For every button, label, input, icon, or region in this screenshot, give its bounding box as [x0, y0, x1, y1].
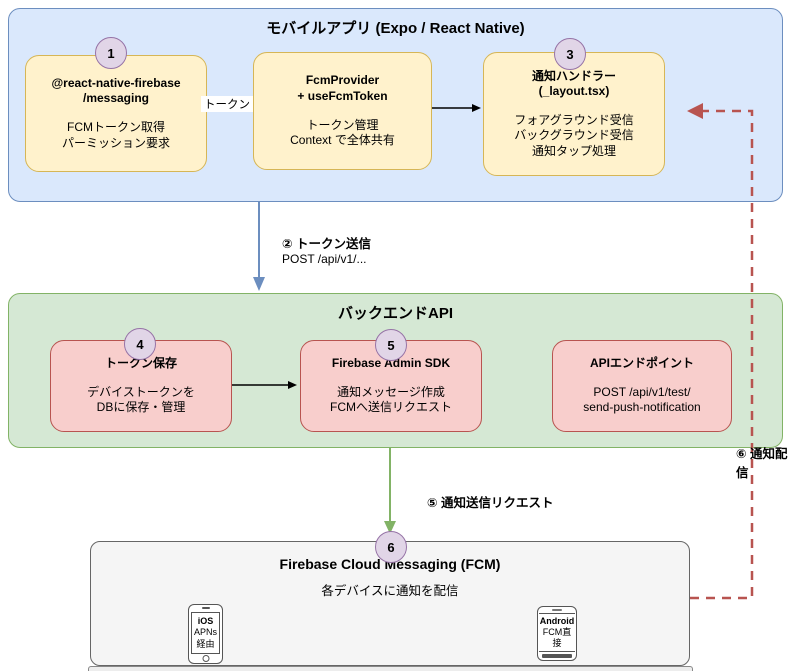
node-title-line: Firebase Admin SDK	[331, 356, 451, 371]
node-body-line: パーミッション要求	[61, 135, 170, 150]
phone-speaker	[201, 607, 210, 609]
arrow-notification-delivery-dashed	[687, 103, 754, 600]
node-body-line: send-push-notification	[583, 400, 701, 415]
node-title-line: APIエンドポイント	[589, 356, 694, 371]
node-title-line: FcmProvider	[305, 73, 380, 88]
edge-label-subtitle: POST /api/v1/...	[282, 252, 367, 266]
edge-label-notification-request: ⑤ 通知送信リクエスト	[427, 496, 554, 510]
step-badge-5: 5	[375, 329, 407, 361]
step-badge-6: 6	[375, 531, 407, 563]
device-line: 経由	[196, 638, 215, 649]
node-title-line: トークン保存	[104, 356, 177, 371]
arrow-token-send	[253, 201, 265, 291]
node-body-line: Context で全体共有	[290, 133, 395, 148]
node-title-line: + useFcmToken	[297, 88, 388, 103]
node-body-line: FCMトークン取得	[67, 120, 165, 134]
cutoff-shape	[88, 666, 693, 671]
edge-label-token-send: ② トークン送信 POST /api/v1/...	[282, 233, 371, 266]
node-body-line: 通知メッセージ作成	[337, 384, 445, 399]
ios-device-label: iOS APNs 経由	[191, 612, 220, 654]
backend-api-title: バックエンドAPI	[337, 305, 453, 322]
device-line: FCM直	[542, 626, 572, 637]
arrow-notification-request	[384, 447, 396, 534]
android-device-label: Android FCM直 接	[539, 613, 575, 652]
phone-camera	[552, 609, 562, 611]
mobile-app-title: モバイルアプリ (Expo / React Native)	[266, 20, 525, 37]
node-title-line: 通知ハンドラー	[531, 68, 616, 83]
arrow-store-to-admin-sdk	[230, 381, 297, 389]
node-react-native-firebase-messaging: @react-native-firebase /messaging FCMトーク…	[25, 55, 207, 172]
device-line: Android	[539, 615, 575, 626]
step-badge-3: 3	[554, 38, 586, 70]
phone-home-button	[202, 655, 209, 662]
edge-label-notification-delivery: ⑥ 通知配信	[736, 447, 788, 480]
node-body-line: トークン管理	[306, 117, 379, 132]
node-notification-handler: 通知ハンドラー (_layout.tsx) フォアグラウンド受信 バックグラウン…	[483, 52, 665, 176]
node-api-endpoint: APIエンドポイント POST /api/v1/test/ send-push-…	[552, 340, 732, 432]
node-body-line: バックグラウンド受信	[514, 128, 634, 143]
device-line: 接	[552, 638, 562, 649]
node-body-line: DBに保存・管理	[96, 400, 186, 415]
fcm-subtitle: 各デバイスに通知を配信	[321, 584, 459, 598]
fcm-title: Firebase Cloud Messaging (FCM)	[279, 556, 501, 572]
step-badge-1: 1	[95, 37, 127, 69]
android-device-icon: Android FCM直 接	[537, 606, 577, 661]
edge-label-token: トークン	[201, 96, 253, 112]
node-body-line: デバイストークンを	[87, 384, 195, 399]
phone-bottom-bar	[542, 654, 572, 658]
node-body-line: FCMへ送信リクエスト	[330, 400, 452, 415]
device-line: APNs	[193, 627, 217, 638]
step-badge-4: 4	[124, 328, 156, 360]
node-body-line: 通知タップ処理	[531, 143, 616, 158]
node-title-line: /messaging	[82, 91, 150, 106]
node-fcm-provider: FcmProvider + useFcmToken トークン管理 Context…	[253, 52, 432, 170]
device-line: iOS	[197, 616, 214, 627]
edge-label-title: ② トークン送信	[282, 237, 372, 251]
arrow-provider-to-handler	[430, 104, 481, 112]
node-body-line: POST /api/v1/test/	[593, 384, 691, 399]
ios-device-icon: iOS APNs 経由	[188, 604, 223, 664]
node-title-line: @react-native-firebase	[51, 75, 181, 90]
node-body-line: フォアグラウンド受信	[514, 112, 634, 127]
node-title-line: (_layout.tsx)	[538, 84, 610, 99]
